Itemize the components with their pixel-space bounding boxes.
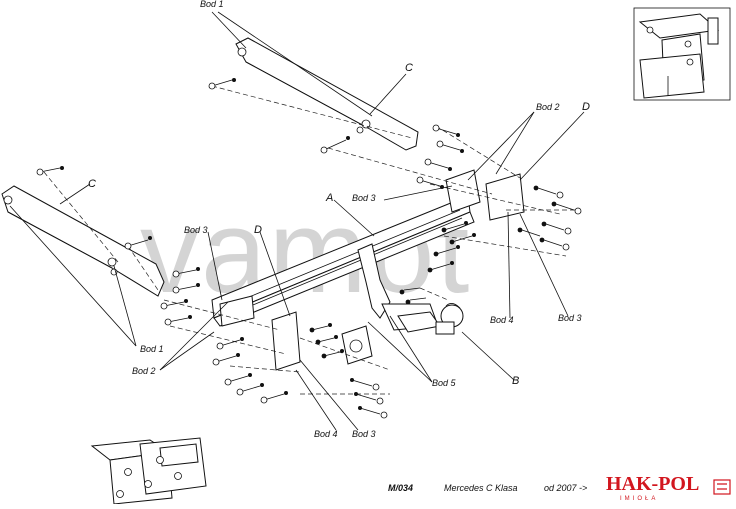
watermark: vamot	[140, 186, 471, 318]
bolts-top	[208, 78, 350, 154]
label-d-right: D	[582, 101, 590, 113]
bolts-center-group	[309, 287, 427, 419]
label-a-main: A	[325, 192, 333, 204]
label-bod2-right: Bod 2	[536, 102, 560, 112]
label-bod4-right: Bod 4	[490, 315, 514, 325]
label-c-left: C	[88, 178, 96, 190]
bolts-left-group	[160, 267, 288, 404]
label-bod3-left: Bod 3	[184, 225, 208, 235]
label-d-left: D	[254, 224, 262, 236]
leader-lines	[9, 11, 585, 431]
label-bod1-left: Bod 1	[140, 344, 164, 354]
inset-bottom-left	[90, 437, 207, 505]
label-bod3-right: Bod 3	[558, 313, 582, 323]
brand-sub: IMIOŁA	[620, 496, 658, 502]
bracket-c-upper	[235, 37, 419, 151]
inset-top-right	[633, 7, 731, 101]
label-bod4-bottom: Bod 4	[314, 429, 338, 439]
alignment-lines	[43, 85, 580, 395]
bracket-c-left	[1, 185, 165, 297]
crossbar-a	[211, 169, 525, 371]
vehicle-name: Mercedes C Klasa	[444, 483, 518, 493]
label-bod2-left: Bod 2	[132, 366, 156, 376]
tow-ball-b	[397, 303, 464, 335]
label-bod5: Bod 5	[432, 378, 457, 388]
label-bod3-bottom: Bod 3	[352, 429, 376, 439]
year-range: od 2007 ->	[544, 483, 587, 493]
label-bod1-top: Bod 1	[200, 0, 224, 9]
label-b-ball: B	[512, 375, 519, 387]
label-c-top: C	[405, 62, 413, 74]
brand-name: HAK-POL	[606, 473, 699, 495]
label-bod3-mid: Bod 3	[352, 193, 376, 203]
brand-mark-icon	[713, 479, 731, 495]
bolts-right-group	[416, 124, 582, 273]
bolts-left	[36, 166, 152, 250]
brand-logo: HAK-POL IMIOŁA	[606, 473, 731, 502]
model-code: M/034	[388, 483, 413, 493]
